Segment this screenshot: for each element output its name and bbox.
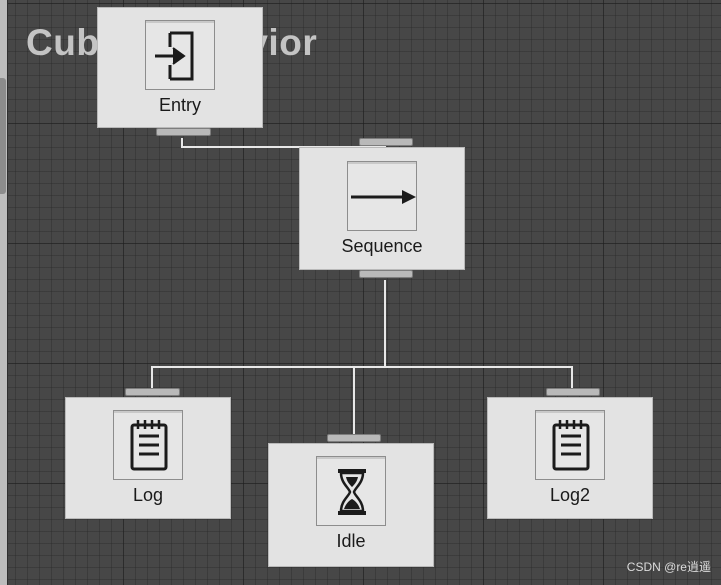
watermark: CSDN @re逍遥: [626, 560, 711, 574]
entry-icon: [155, 31, 194, 81]
node-log2-icon-box: [535, 410, 605, 480]
entry-output-port[interactable]: [156, 128, 211, 136]
idle-input-port[interactable]: [327, 434, 381, 442]
node-log-label: Log: [132, 485, 164, 505]
notepad-icon: [552, 420, 590, 471]
edge-sequence-children: [151, 280, 573, 434]
left-panel: [0, 0, 8, 585]
sequence-input-port[interactable]: [359, 138, 413, 146]
left-panel-scrollbar[interactable]: [0, 78, 6, 194]
node-entry-icon-box: [145, 20, 215, 90]
hourglass-icon: [338, 469, 366, 515]
log2-input-port[interactable]: [546, 388, 600, 396]
edge-entry-sequence: [181, 138, 386, 148]
log-input-port[interactable]: [125, 388, 180, 396]
node-idle-icon-box: [316, 456, 386, 526]
node-sequence-icon-box: [347, 161, 417, 231]
node-sequence[interactable]: Sequence: [299, 147, 465, 270]
notepad-icon: [130, 420, 168, 471]
arrow-right-icon: [351, 190, 416, 204]
node-idle-label: Idle: [336, 531, 366, 551]
node-idle[interactable]: Idle: [268, 443, 434, 567]
node-entry-label: Entry: [158, 95, 201, 115]
node-log[interactable]: Log: [65, 397, 231, 519]
node-log-icon-box: [113, 410, 183, 480]
node-sequence-label: Sequence: [341, 236, 423, 256]
node-log2-label: Log2: [549, 485, 591, 505]
sequence-output-port[interactable]: [359, 270, 413, 278]
node-entry[interactable]: Entry: [97, 7, 263, 128]
node-log2[interactable]: Log2: [487, 397, 653, 519]
